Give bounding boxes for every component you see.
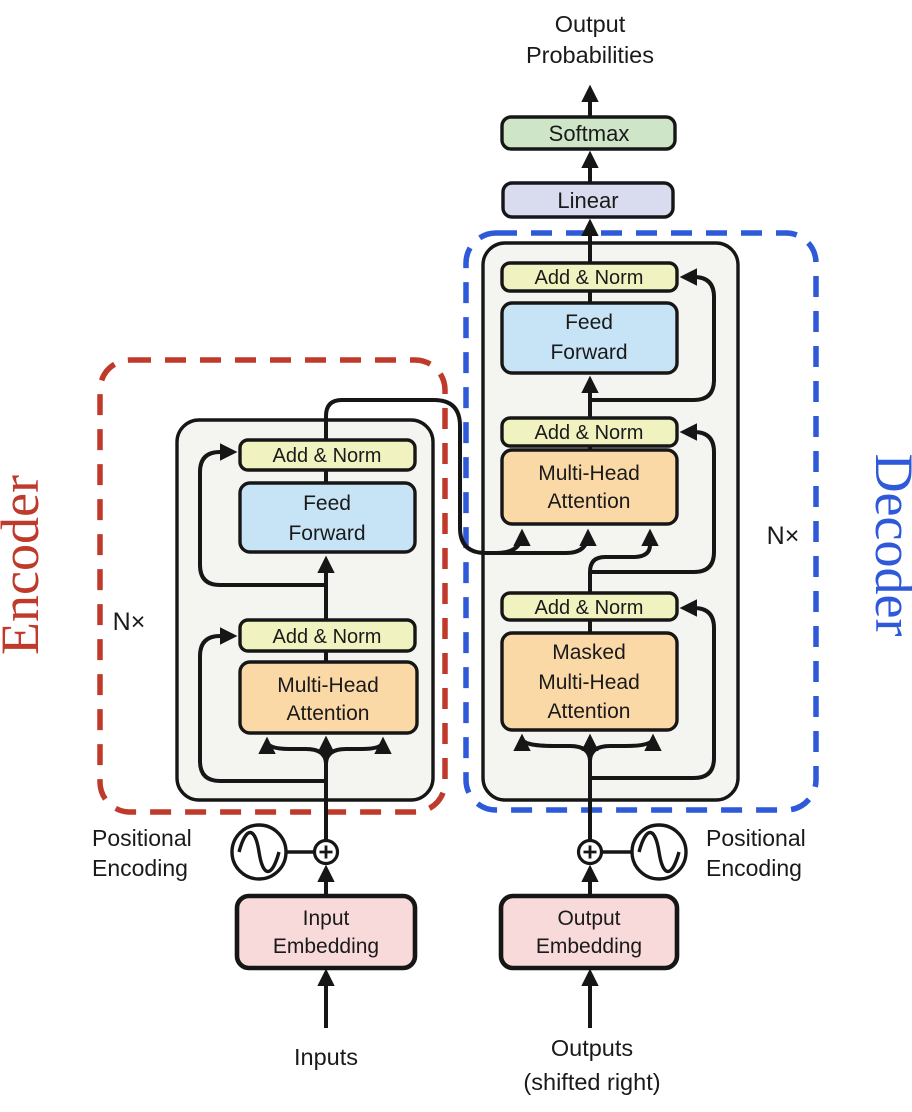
encoder-add-norm-2-label: Add & Norm (273, 626, 382, 648)
decoder-add-norm-top-box (500, 261, 679, 293)
positional-encoding-icon-right (630, 823, 688, 881)
positional-encoding-label-left-2: Encoding (92, 855, 188, 881)
encoder-feed-forward-box (238, 481, 417, 554)
output-embedding-label-2: Embedding (536, 935, 642, 958)
positional-encoding-icon (230, 823, 288, 881)
wire-decoder-residual-ff (590, 268, 716, 402)
masked-mha-label-1: Masked (552, 641, 626, 664)
positional-encoding-label-right-1: Positional (706, 825, 806, 851)
decoder-add-norm-bottom-box (500, 591, 679, 622)
softmax-label: Softmax (549, 121, 630, 146)
output-probabilities-label-1: Output (555, 11, 626, 37)
input-embedding-box (234, 893, 418, 971)
input-embedding-label-1: Input (303, 907, 350, 930)
softmax-box (500, 115, 677, 151)
plus-icon-right (583, 845, 597, 859)
masked-mha-label-3: Attention (548, 700, 631, 723)
sine-wave-icon (237, 830, 281, 874)
input-embedding-label-2: Embedding (273, 935, 379, 958)
n-times-label-encoder: N× (113, 608, 146, 636)
encoder-add-norm-2-box (238, 618, 417, 653)
outputs-label-1: Outputs (551, 1035, 633, 1061)
encoder-add-norm-1-label: Add & Norm (273, 445, 382, 467)
decoder-mha-label-1: Multi-Head (538, 462, 640, 485)
encoder-label: Encoder (0, 475, 50, 655)
wire-decoder-residual-masked (590, 599, 716, 780)
wire-decoder-residual-crossattention (590, 423, 716, 574)
positional-encoding-label-left-1: Positional (92, 825, 192, 851)
decoder-feed-forward-label-1: Feed (565, 311, 613, 334)
linear-box (501, 181, 675, 219)
outputs-label-2: (shifted right) (523, 1069, 660, 1095)
output-embedding-label-1: Output (557, 907, 620, 930)
wire-encoder-qkv-left (258, 736, 328, 765)
output-embedding-box (498, 893, 680, 971)
wire-encoder-output-to-decoder (324, 398, 597, 555)
plus-icon-left (319, 845, 333, 859)
masked-mha-label-2: Multi-Head (538, 671, 640, 694)
decoder-boundary (463, 230, 819, 813)
encoder-boundary (97, 357, 448, 815)
inputs-label: Inputs (294, 1044, 358, 1070)
linear-label: Linear (557, 188, 618, 213)
decoder-add-norm-mid-label: Add & Norm (535, 422, 644, 444)
encoder-mha-label-1: Multi-Head (277, 674, 379, 697)
decoder-add-norm-bottom-label: Add & Norm (535, 597, 644, 619)
sine-wave-icon-right (637, 830, 681, 874)
wire-decoder-qkv-right (588, 733, 662, 762)
decoder-add-norm-mid-box (500, 416, 679, 448)
encoder-mha-label-2: Attention (287, 702, 370, 725)
decoder-add-norm-top-label: Add & Norm (535, 267, 644, 289)
encoder-multi-head-attention-box (238, 660, 419, 735)
wire-encoder-residual-ff (198, 443, 326, 587)
decoder-feed-forward-box (500, 301, 679, 375)
positional-encoding-label-right-2: Encoding (706, 855, 802, 881)
masked-multi-head-attention-box (500, 631, 679, 732)
decoder-multi-head-attention-box (500, 448, 679, 526)
encoder-feed-forward-label-1: Feed (303, 492, 351, 515)
encoder-stack (175, 418, 435, 802)
wire-decoder-qkv-left (513, 733, 592, 762)
decoder-label: Decoder (864, 454, 912, 637)
decoder-mha-label-2: Attention (548, 490, 631, 513)
encoder-add-norm-1-box (238, 438, 417, 472)
wire-encoder-residual-attention (198, 627, 326, 783)
n-times-label-decoder: N× (767, 522, 800, 550)
wire-encoder-qkv-right (324, 736, 392, 765)
wire-encoder-output-branch-arrow (495, 528, 531, 555)
encoder-feed-forward-label-2: Forward (288, 522, 365, 545)
output-probabilities-label-2: Probabilities (526, 42, 654, 68)
decoder-feed-forward-label-2: Forward (550, 341, 627, 364)
wire-decoder-query-scurve (588, 528, 659, 593)
